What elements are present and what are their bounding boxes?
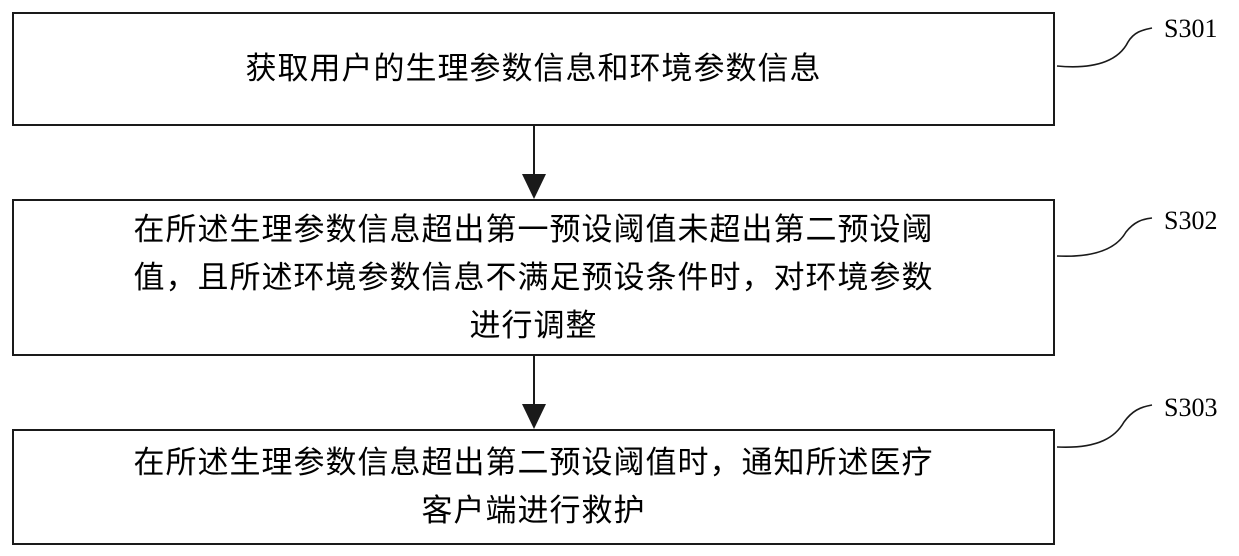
leader-line-s301 — [1057, 28, 1152, 67]
flow-arrow-head-1 — [522, 174, 546, 199]
leader-line-s302 — [1057, 218, 1152, 256]
flow-arrow-head-2 — [522, 404, 546, 429]
leader-line-s303 — [1057, 405, 1152, 447]
